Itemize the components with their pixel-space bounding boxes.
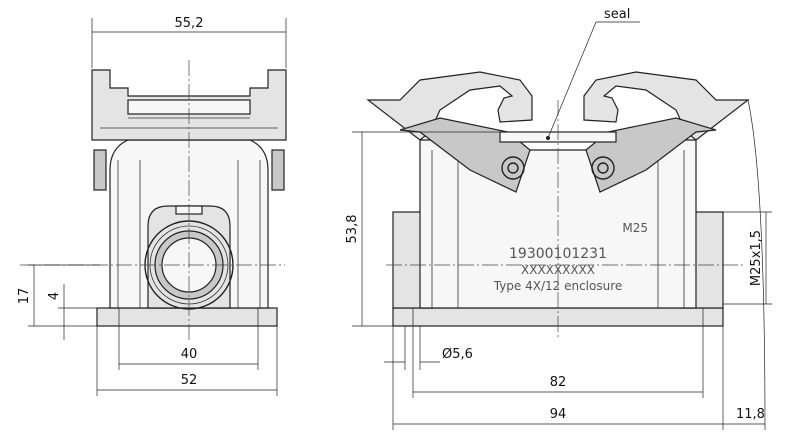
dim-width-40: 40 <box>181 347 198 362</box>
seal-callout: seal <box>546 7 640 140</box>
front-view-lever-left <box>366 71 533 141</box>
marking-serial: XXXXXXXXX <box>521 263 595 277</box>
marking-enclosure-type: Type 4X/12 enclosure <box>493 279 623 293</box>
front-view-lever-right <box>583 71 750 141</box>
seal-label: seal <box>604 7 630 22</box>
dim-width-82: 82 <box>550 375 567 390</box>
marking-thread-size: M25 <box>622 221 648 235</box>
dim-small-4: 4 <box>47 292 62 300</box>
side-view <box>20 60 287 340</box>
side-view-pin-left <box>93 149 107 191</box>
dim-width-94: 94 <box>550 407 567 422</box>
dim-width-top: 55,2 <box>175 16 204 31</box>
dim-offset-11-8: 11,8 <box>736 407 765 422</box>
dim-width-52: 52 <box>181 373 198 388</box>
dim-height-53-8: 53,8 <box>345 215 360 244</box>
marking-part-number: 19300101231 <box>509 246 607 262</box>
dim-hole-diameter: Ø5,6 <box>442 347 473 362</box>
front-view-screw-left <box>501 156 525 180</box>
dim-height-17: 17 <box>17 288 32 305</box>
side-view-dimensions: 55,2 40 52 17 4 <box>17 16 287 396</box>
side-view-base-plate <box>96 307 278 327</box>
dim-thread-m25: M25x1,5 <box>749 230 764 286</box>
front-view: M25 19300101231 XXXXXXXXX Type 4X/12 enc… <box>366 71 750 340</box>
front-view-dimensions: 53,8 M25x1,5 Ø5,6 82 94 11,8 <box>345 99 772 431</box>
front-view-screw-right <box>591 156 615 180</box>
side-view-pin-right <box>271 149 285 191</box>
